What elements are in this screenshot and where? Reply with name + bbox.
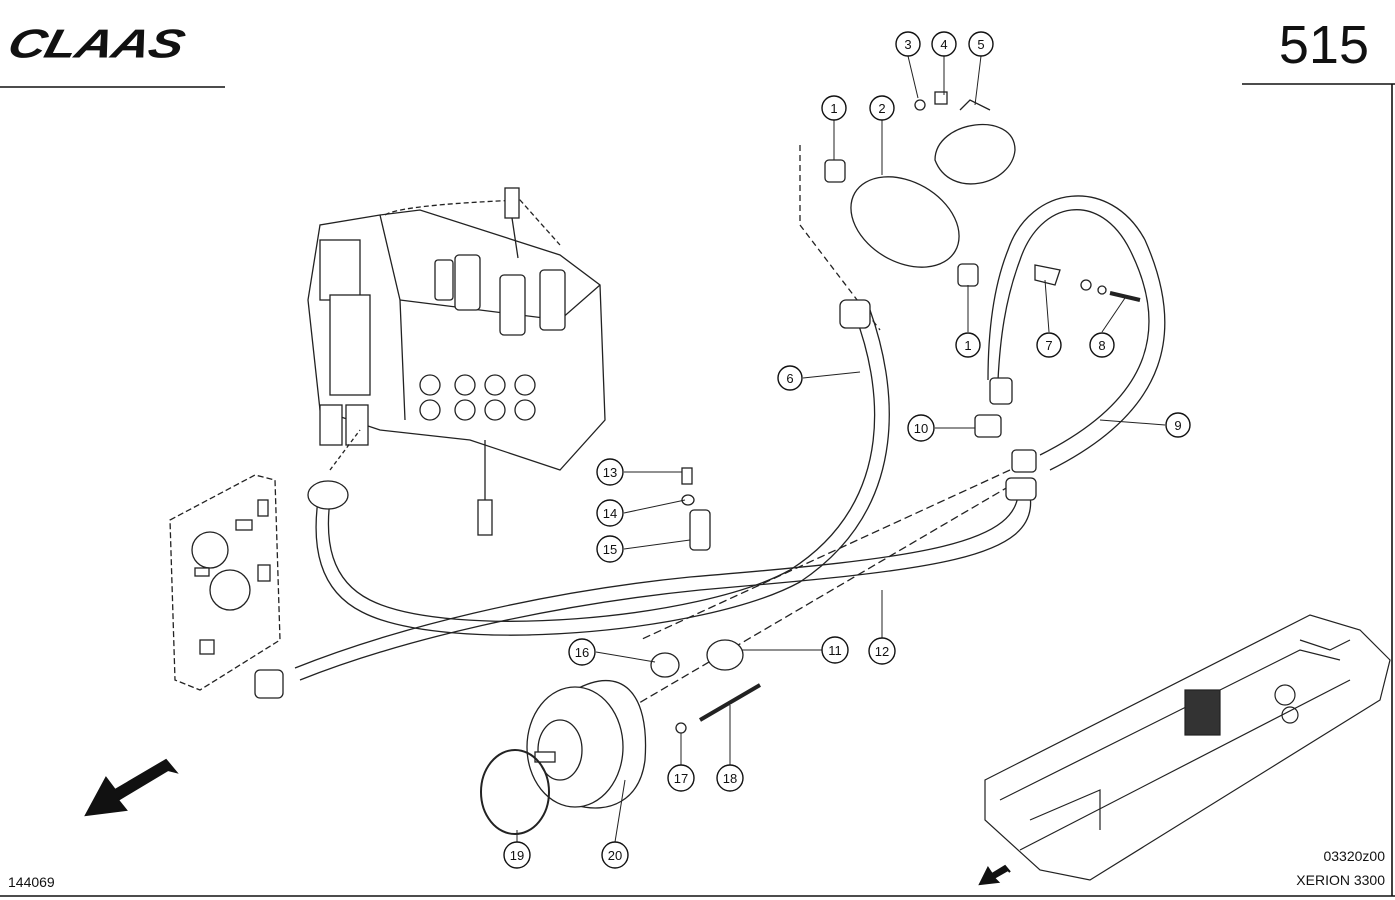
model-name: XERION 3300: [1296, 872, 1385, 888]
callout-label: 8: [1098, 338, 1105, 353]
callout-label: 3: [904, 37, 911, 52]
callout-label: 9: [1174, 418, 1181, 433]
callout-label: 2: [878, 101, 885, 116]
callout-label: 1: [830, 101, 837, 116]
callout-label: 11: [828, 643, 842, 658]
callout-label: 7: [1045, 338, 1052, 353]
frame-lines: [0, 83, 1395, 897]
page-number: 515: [1278, 15, 1369, 75]
callout-label: 16: [575, 645, 589, 660]
callout-label: 10: [914, 421, 928, 436]
control-valve-block: [307, 187, 606, 536]
mounting-plate: [169, 474, 281, 691]
callout-label: 14: [603, 506, 617, 521]
callout-label: 15: [603, 542, 617, 557]
callout-label: 18: [723, 771, 737, 786]
reference-number: 144069: [8, 874, 55, 890]
pressure-accumulator: [824, 91, 1141, 302]
callout-label: 4: [940, 37, 947, 52]
callout-label: 6: [786, 371, 793, 386]
fittings: [254, 299, 1037, 734]
leader-lines: [516, 55, 1166, 843]
hoses: [294, 145, 1166, 721]
callout-label: 13: [603, 465, 617, 480]
callout-label: 20: [608, 848, 622, 863]
machine-overview-thumbnail: [984, 614, 1391, 881]
callout-label: 19: [510, 848, 524, 863]
callout-label: 5: [977, 37, 984, 52]
callout-label: 12: [875, 644, 889, 659]
callout-label: 17: [674, 771, 688, 786]
callout-label: 1: [964, 338, 971, 353]
drawing-code: 03320z00: [1323, 848, 1385, 864]
callout-circles: [503, 31, 1191, 869]
hydraulic-motor: [480, 679, 647, 835]
direction-arrows: [84, 758, 1011, 886]
